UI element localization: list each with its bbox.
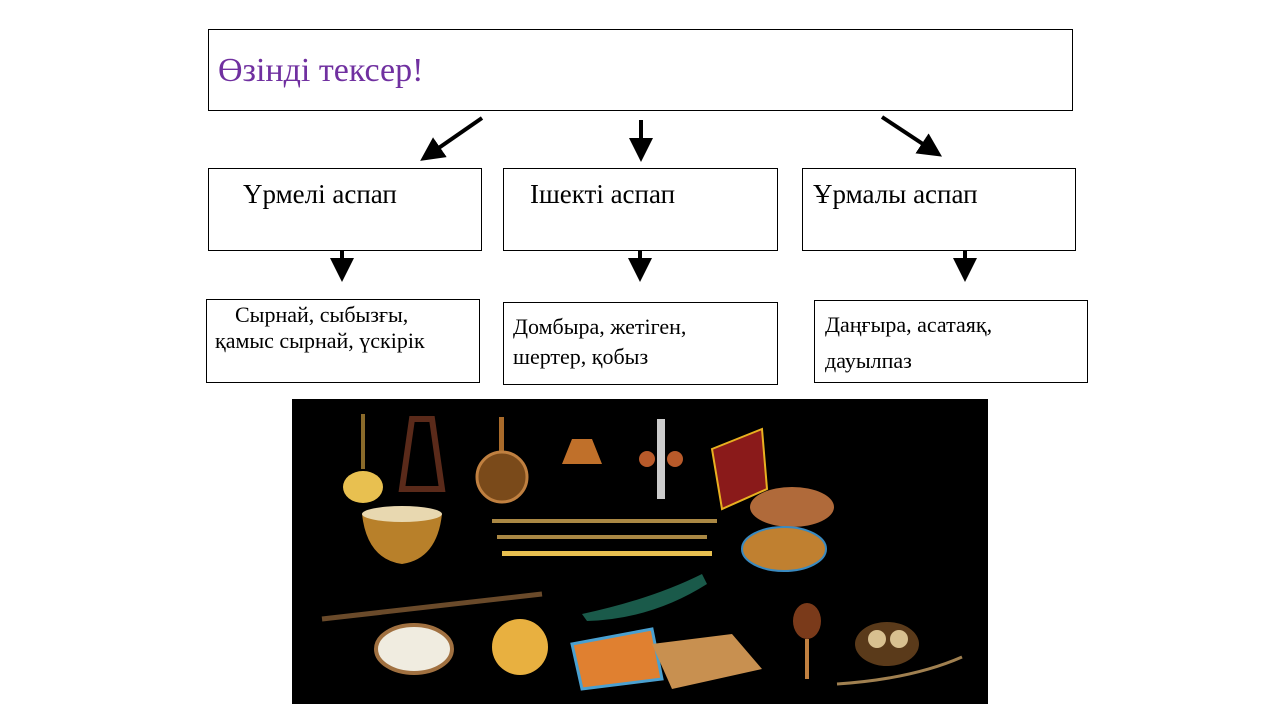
category-label: Ішекті аспап xyxy=(530,179,676,209)
examples-string: Домбыра, жетіген, шертер, қобыз xyxy=(503,302,778,385)
examples-text: қамыс сырнай, үскірік xyxy=(215,328,425,353)
shertar-icon xyxy=(475,417,529,504)
horn-icon xyxy=(582,574,707,621)
asatayak-icon xyxy=(321,591,543,622)
jetigen-icon xyxy=(793,603,821,679)
instruments-image xyxy=(292,399,988,704)
kobyz-2-icon xyxy=(836,622,963,686)
category-label: Үрмелі аспап xyxy=(243,179,397,209)
title-box: Өзінді тексер! xyxy=(208,29,1073,111)
examples-text: Сырнай, сыбызғы, xyxy=(235,302,409,327)
kobyz-icon xyxy=(398,416,446,492)
flow-arrows xyxy=(330,115,977,282)
fan-instrument-icon xyxy=(570,627,762,691)
ocarina-icon xyxy=(741,487,834,572)
drum-icon xyxy=(362,506,442,564)
arrow-left-icon xyxy=(420,116,484,161)
examples-text: дауылпаз xyxy=(825,348,912,373)
slide-title: Өзінді тексер! xyxy=(218,52,424,89)
examples-percussion: Даңғыра, асатаяқ, дауылпаз xyxy=(814,300,1088,383)
examples-text: Даңғыра, асатаяқ, xyxy=(825,312,993,337)
rattle-icon xyxy=(639,419,683,499)
bell-icon xyxy=(562,439,602,464)
examples-wind: Сырнай, сыбызғы, қамыс сырнай, үскірік xyxy=(206,299,480,383)
category-wind: Үрмелі аспап xyxy=(208,168,482,251)
dombra-icon xyxy=(343,414,383,503)
arrow-right-icon xyxy=(880,115,943,157)
tambourine-icon xyxy=(374,619,548,675)
category-label: Ұрмалы аспап xyxy=(813,179,978,209)
category-percussion: Ұрмалы аспап xyxy=(802,168,1076,251)
category-string: Ішекті аспап xyxy=(503,168,778,251)
examples-text: Домбыра, жетіген, xyxy=(513,314,687,339)
pan-flute-icon xyxy=(710,427,769,511)
examples-text: шертер, қобыз xyxy=(513,344,649,369)
flute-icon xyxy=(492,519,717,556)
